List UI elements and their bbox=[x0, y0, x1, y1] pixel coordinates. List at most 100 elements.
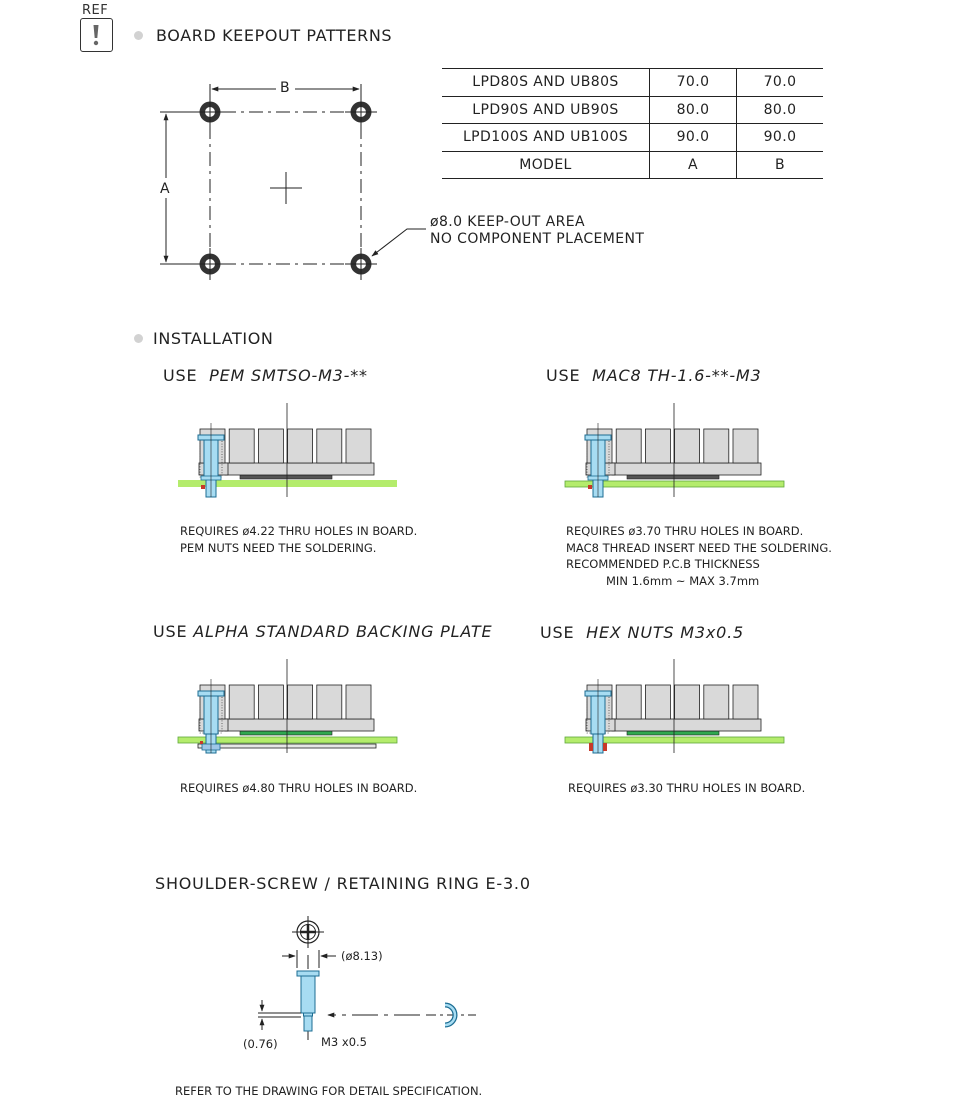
solder-joint bbox=[588, 485, 592, 489]
heatsink-fin bbox=[644, 684, 671, 720]
table-cell: MODEL bbox=[442, 150, 650, 179]
solder-joint bbox=[200, 741, 203, 744]
ref-label: REF bbox=[82, 3, 109, 18]
pem-notes: REQUIRES ø4.22 THRU HOLES IN BOARD. PEM … bbox=[180, 523, 417, 556]
heatsink-fin bbox=[228, 428, 255, 464]
heatsink-fin bbox=[703, 684, 730, 720]
keepout-hole bbox=[194, 248, 226, 280]
hex-nut bbox=[603, 743, 607, 751]
mac8-title: USE MAC8 TH-1.6-**-M3 bbox=[546, 366, 762, 385]
alpha-assembly bbox=[177, 659, 398, 754]
pcb-board bbox=[564, 736, 785, 744]
pem-title-part: PEM SMTSO-M3-** bbox=[209, 366, 368, 385]
keepout-hole bbox=[345, 248, 377, 280]
keepout-heading: BOARD KEEPOUT PATTERNS bbox=[156, 26, 393, 45]
alpha-title-part: ALPHA STANDARD BACKING PLATE bbox=[193, 622, 493, 641]
keepout-pattern bbox=[160, 84, 426, 265]
heatsink-fin bbox=[287, 684, 314, 720]
ref-badge bbox=[80, 18, 113, 52]
pem-title: USE PEM SMTSO-M3-** bbox=[163, 366, 368, 385]
pem-note-1: REQUIRES ø4.22 THRU HOLES IN BOARD. bbox=[180, 524, 418, 538]
keepout-hole bbox=[345, 96, 377, 128]
thermal-pad bbox=[626, 474, 720, 480]
heatsink-fin bbox=[257, 428, 284, 464]
table-cell: 70.0 bbox=[649, 68, 737, 97]
solder-joint bbox=[201, 485, 205, 489]
dim-a-label: A bbox=[160, 181, 170, 197]
alpha-note-1: REQUIRES ø4.80 THRU HOLES IN BOARD. bbox=[180, 781, 418, 795]
heatsink-fin bbox=[732, 684, 759, 720]
installation-heading: INSTALLATION bbox=[153, 329, 274, 348]
dim-head-label: (ø8.13) bbox=[341, 949, 383, 963]
heatsink-base bbox=[224, 462, 375, 476]
hex-nut bbox=[589, 743, 593, 751]
heatsink-fin bbox=[644, 428, 671, 464]
table-cell: 80.0 bbox=[736, 95, 823, 124]
shoulder-heading: SHOULDER-SCREW / RETAINING RING E-3.0 bbox=[155, 874, 531, 893]
keepout-hole bbox=[194, 96, 226, 128]
keepout-callout-line-1: ø8.0 KEEP-OUT AREA bbox=[430, 214, 585, 230]
pcb-board bbox=[564, 480, 785, 488]
hex-title-prefix: USE bbox=[540, 623, 575, 642]
table-cell: 90.0 bbox=[736, 123, 823, 152]
pcb-board bbox=[177, 736, 398, 744]
pem-assembly bbox=[178, 403, 397, 498]
heatsink-fin bbox=[674, 428, 701, 464]
heatsink-fin bbox=[732, 428, 759, 464]
pcb-board bbox=[178, 480, 397, 487]
alpha-title-prefix: USE bbox=[153, 622, 188, 641]
table-cell: B bbox=[736, 150, 823, 179]
mac8-note-3: RECOMMENDED P.C.B THICKNESS bbox=[566, 557, 760, 571]
shoulder-screw-drawing bbox=[258, 916, 476, 1040]
mac8-title-prefix: USE bbox=[546, 366, 581, 385]
mac8-title-part: MAC8 TH-1.6-**-M3 bbox=[592, 366, 762, 385]
heatsink-fin bbox=[345, 684, 372, 720]
table-row: MODEL A B bbox=[442, 150, 823, 179]
table-cell: A bbox=[649, 150, 737, 179]
heatsink-fin bbox=[345, 428, 372, 464]
table-cell: 80.0 bbox=[649, 95, 737, 124]
table-cell: LPD90S AND UB90S bbox=[442, 95, 650, 124]
retaining-ring-icon bbox=[444, 1002, 458, 1028]
heatsink-fin bbox=[257, 684, 284, 720]
table-row: LPD90S AND UB90S 80.0 80.0 bbox=[442, 95, 823, 124]
mac8-note-1: REQUIRES ø3.70 THRU HOLES IN BOARD. bbox=[566, 524, 804, 538]
installation-bullet bbox=[134, 334, 143, 343]
mac8-assembly bbox=[564, 403, 785, 498]
mac8-notes: REQUIRES ø3.70 THRU HOLES IN BOARD. MAC8… bbox=[566, 523, 832, 589]
alpha-title: USE ALPHA STANDARD BACKING PLATE bbox=[153, 622, 492, 641]
pem-title-prefix: USE bbox=[163, 366, 198, 385]
dim-b-label: B bbox=[280, 80, 290, 96]
table-row: LPD100S AND UB100S 90.0 90.0 bbox=[442, 123, 823, 152]
thermal-pad bbox=[626, 730, 720, 736]
heatsink-fin bbox=[316, 684, 343, 720]
dim-step-label: (0.76) bbox=[243, 1037, 278, 1051]
keepout-bullet bbox=[134, 31, 143, 40]
keepout-callout-line-2: NO COMPONENT PLACEMENT bbox=[430, 231, 645, 247]
heatsink-base bbox=[611, 462, 762, 476]
table-cell: LPD80S AND UB80S bbox=[442, 68, 650, 97]
heatsink-fin bbox=[615, 684, 642, 720]
heatsink-fin bbox=[674, 684, 701, 720]
thread-label: M3 x0.5 bbox=[321, 1035, 367, 1049]
hex-title: USE HEX NUTS M3x0.5 bbox=[540, 623, 744, 642]
hex-title-part: HEX NUTS M3x0.5 bbox=[586, 623, 744, 642]
heatsink-fin bbox=[316, 428, 343, 464]
table-cell: LPD100S AND UB100S bbox=[442, 123, 650, 152]
mac8-note-4: MIN 1.6mm ~ MAX 3.7mm bbox=[606, 573, 760, 588]
thermal-pad bbox=[239, 474, 333, 480]
thermal-pad bbox=[239, 730, 333, 736]
shoulder-footer: REFER TO THE DRAWING FOR DETAIL SPECIFIC… bbox=[175, 1084, 483, 1098]
keepout-callout: ø8.0 KEEP-OUT AREA NO COMPONENT PLACEMEN… bbox=[430, 214, 644, 248]
table-row: LPD80S AND UB80S 70.0 70.0 bbox=[442, 68, 823, 97]
heatsink-base bbox=[611, 718, 762, 732]
table-cell: 90.0 bbox=[649, 123, 737, 152]
exclamation-icon bbox=[93, 25, 99, 46]
heatsink-base bbox=[224, 718, 375, 732]
heatsink-fin bbox=[228, 684, 255, 720]
model-table: LPD80S AND UB80S 70.0 70.0 LPD90S AND UB… bbox=[442, 68, 823, 179]
hex-note-1: REQUIRES ø3.30 THRU HOLES IN BOARD. bbox=[568, 781, 806, 795]
hex-assembly bbox=[564, 659, 785, 754]
heatsink-fin bbox=[703, 428, 730, 464]
